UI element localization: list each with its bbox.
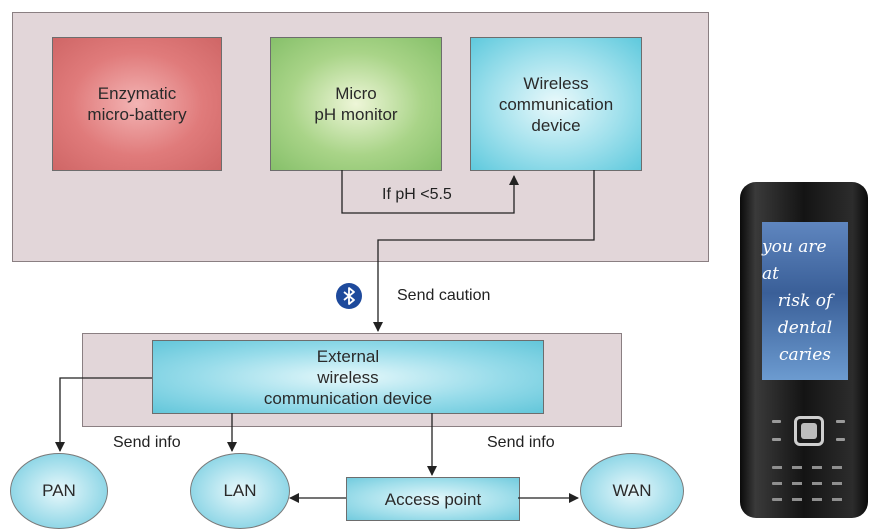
phone-keypad-row-3	[772, 498, 846, 501]
phone-end-key	[836, 438, 845, 441]
phone-nav-center	[801, 423, 817, 439]
ext-line-2: wireless	[317, 367, 379, 387]
ext-line-1: External	[316, 346, 380, 366]
wan-label: WAN	[612, 481, 652, 500]
battery-line-2: micro-battery	[87, 105, 187, 124]
wireless-line-2: communication	[498, 94, 614, 114]
bluetooth-glyph	[343, 287, 355, 305]
phone-msg-4: caries	[778, 344, 831, 365]
pan-node: PAN	[10, 453, 108, 529]
lan-label: LAN	[223, 481, 257, 500]
ext-line-3: communication device	[263, 388, 433, 408]
bluetooth-icon	[336, 283, 362, 309]
pan-label: PAN	[42, 481, 76, 500]
enzymatic-battery-box: Enzymatic micro-battery	[52, 37, 222, 171]
phone-msg-2: risk of	[777, 290, 833, 311]
ph-line-2: pH monitor	[314, 105, 398, 124]
battery-line-1: Enzymatic	[97, 84, 177, 103]
phone-soft-key-left	[772, 420, 781, 423]
phone-call-key	[772, 438, 781, 441]
send-info-left-label: Send info	[113, 434, 181, 451]
ph-to-wireless-arrow	[341, 170, 519, 214]
access-point-box: Access point	[346, 477, 520, 521]
send-info-right-label: Send info	[487, 434, 555, 451]
phone-soft-key-right	[836, 420, 845, 423]
phone-msg-1: you are at	[762, 236, 827, 284]
access-point-label: Access point	[384, 489, 482, 509]
wireless-to-external-arrow	[373, 170, 595, 332]
wan-node: WAN	[580, 453, 684, 529]
send-caution-label: Send caution	[397, 287, 491, 304]
phone-keypad-row-2	[772, 482, 846, 485]
phone-msg-3: dental	[777, 317, 833, 338]
phone-screen: you are at risk of dental caries	[762, 222, 848, 380]
lan-node: LAN	[190, 453, 290, 529]
external-to-pan-arrow	[55, 377, 152, 452]
ph-line-1: Micro	[335, 84, 377, 103]
wireless-line-3: device	[531, 115, 581, 135]
condition-label: If pH <5.5	[382, 186, 452, 203]
phone-keypad-row-1	[772, 466, 846, 469]
ph-monitor-box: Micro pH monitor	[270, 37, 442, 171]
wireless-line-1: Wireless	[523, 73, 589, 93]
